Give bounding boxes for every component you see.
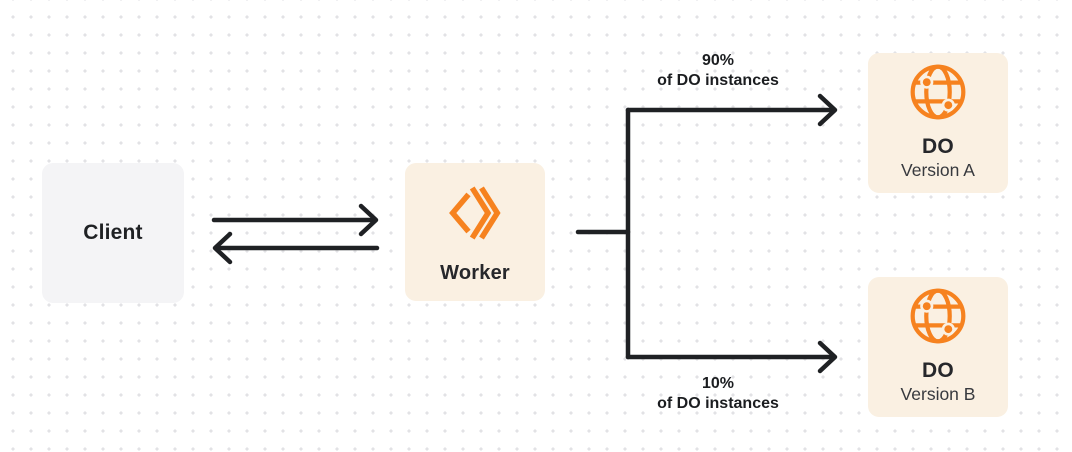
arrowhead-to-do-version-b [817, 340, 838, 374]
do-version-a-title: DO [921, 135, 955, 158]
client-label: Client [83, 221, 143, 244]
do-version-b-node: DO Version B [868, 277, 1008, 417]
cloudflare-workers-icon [449, 185, 501, 241]
do-version-a-subtitle: Version A [901, 160, 975, 180]
branch-top-caption: of DO instances [657, 72, 779, 89]
branch-top-label: 90% of DO instances [657, 51, 779, 91]
branch-bottom-label: 10% of DO instances [657, 374, 779, 414]
client-node: Client [42, 163, 184, 303]
worker-node: Worker [405, 163, 545, 301]
do-version-b-title: DO [921, 359, 955, 382]
arrowhead-to-do-version-a [817, 93, 838, 127]
arrowhead-client-to-worker [358, 203, 379, 237]
worker-label: Worker [440, 262, 510, 284]
do-version-b-subtitle: Version B [900, 384, 976, 404]
durable-object-globe-icon [908, 286, 968, 346]
branch-bottom-caption: of DO instances [657, 395, 779, 412]
durable-object-globe-icon [908, 62, 968, 122]
arrowhead-worker-to-client [212, 231, 233, 265]
do-version-a-node: DO Version A [868, 53, 1008, 193]
branch-bottom-percent: 10% [701, 375, 735, 392]
branch-top-percent: 90% [701, 52, 735, 69]
